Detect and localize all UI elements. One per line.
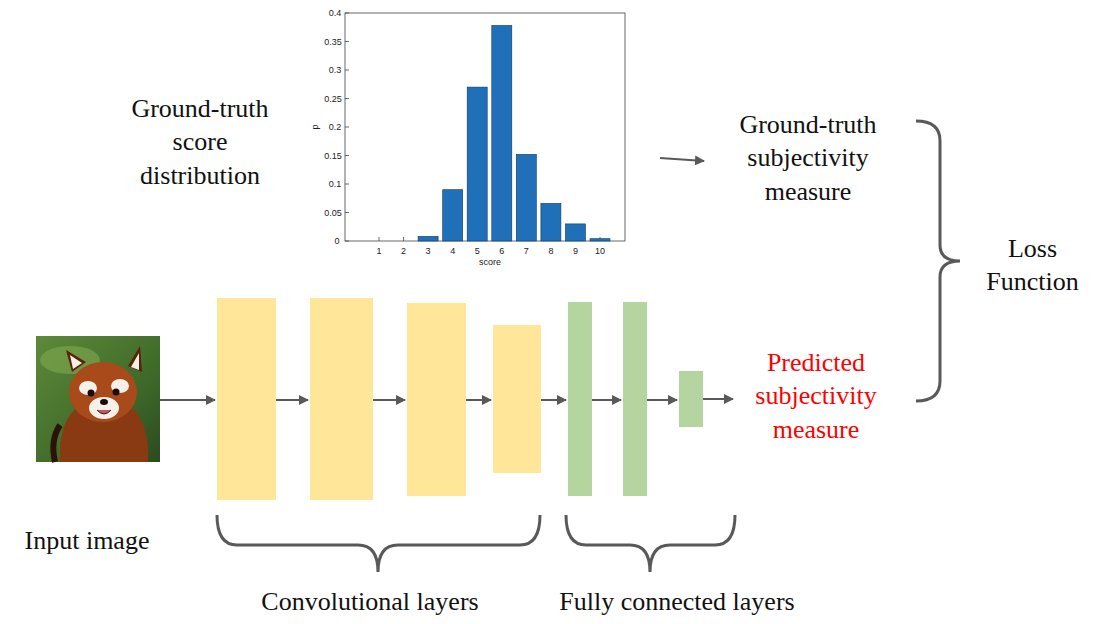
axis-tick: 0.4	[329, 9, 342, 18]
axis-label: score	[479, 258, 501, 267]
axis-tick: 9	[573, 247, 578, 256]
axis-tick: 0.3	[329, 66, 342, 75]
axis-label: p	[311, 124, 320, 129]
axis-tick: 0.35	[324, 37, 342, 46]
axis-tick: 0.05	[324, 208, 342, 217]
axis-tick: 0.1	[329, 180, 342, 189]
bar-chart	[345, 13, 625, 241]
axis-tick: 2	[401, 247, 406, 256]
input-image	[36, 336, 160, 462]
chart-title: Ground-truth score distribution	[110, 92, 290, 192]
axis-tick: 1	[376, 247, 381, 256]
input-label: Input image	[25, 524, 150, 557]
axis-tick: 6	[499, 247, 504, 256]
group-label: Convolutional layers	[261, 585, 478, 618]
group-label: Fully connected layers	[559, 585, 794, 618]
axis-tick: 0.25	[324, 94, 342, 103]
predicted-label: Predicted subjectivity measure	[726, 346, 906, 446]
loss-label: Loss Function	[970, 232, 1095, 299]
axis-tick: 3	[426, 247, 431, 256]
conv-layers	[217, 298, 541, 500]
axis-tick: 0.2	[329, 123, 342, 132]
axis-tick: 5	[475, 247, 480, 256]
axis-tick: 0	[334, 237, 339, 246]
axis-tick: 4	[450, 247, 455, 256]
axis-tick: 10	[595, 247, 605, 256]
fc-layers	[568, 302, 703, 496]
axis-tick: 0.15	[324, 151, 342, 160]
axis-tick: 7	[524, 247, 529, 256]
axis-tick: 8	[548, 247, 553, 256]
flow-arrows	[160, 158, 733, 400]
measure-label: Ground-truth subjectivity measure	[718, 108, 898, 208]
